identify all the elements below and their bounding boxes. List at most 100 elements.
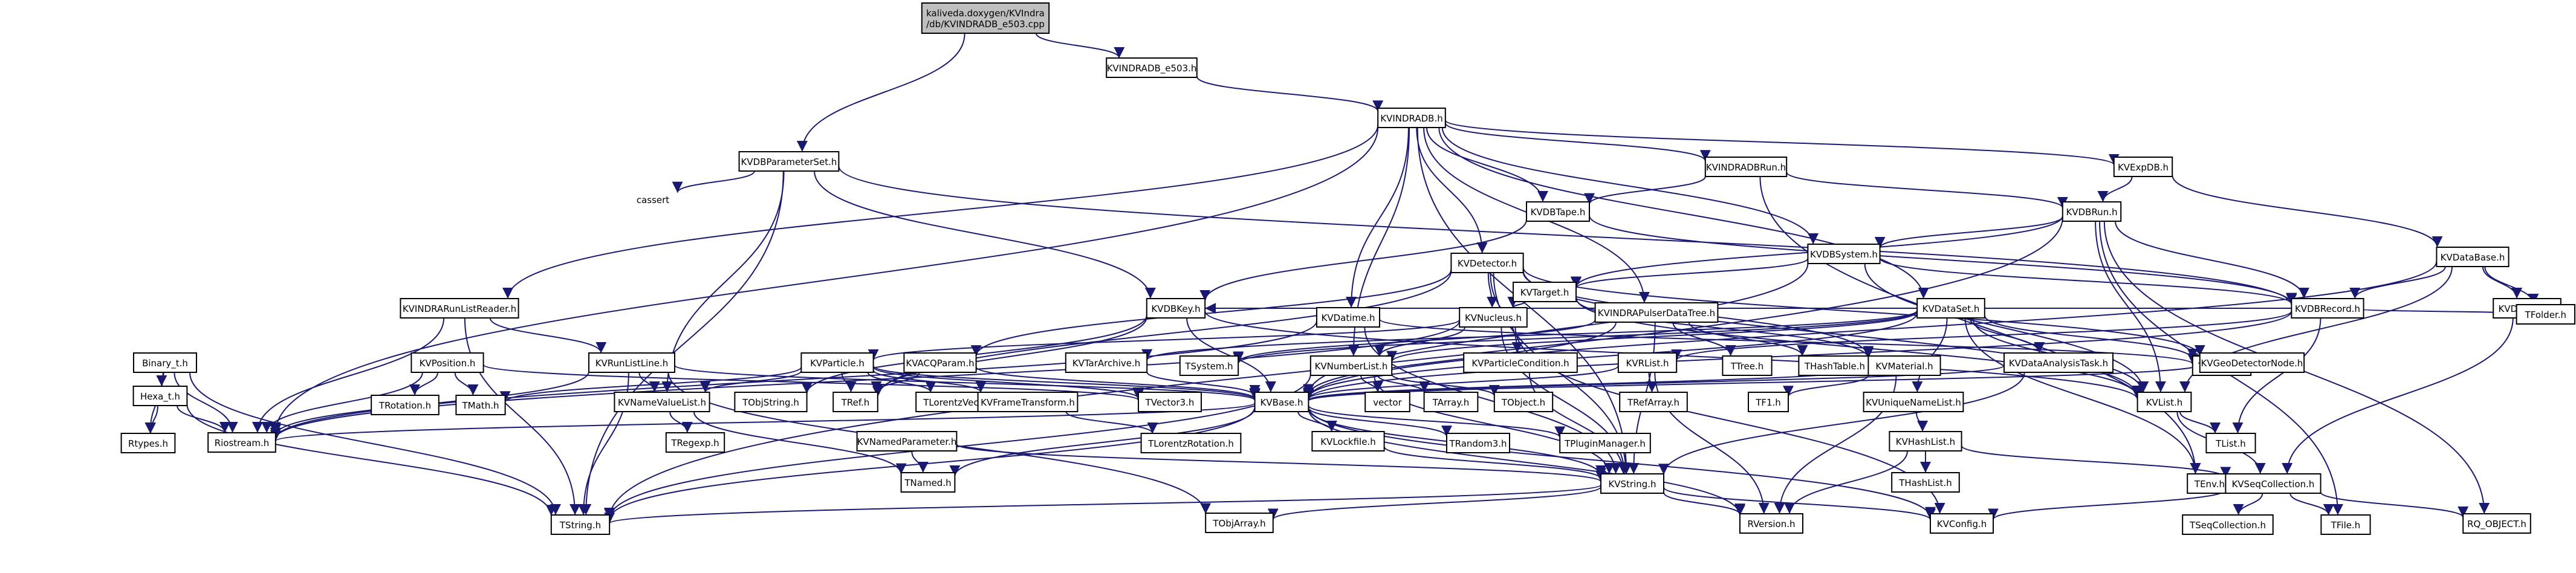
edge-kvstring-to-kvconfig [1663,487,1936,520]
node-dataset[interactable]: KVDataSet.h [1916,298,1985,319]
node-troot[interactable]: TRotation.h [371,395,440,415]
node-indradbrun[interactable]: KVINDRADBRun.h [1704,157,1788,177]
node-expdb[interactable]: KVExpDB.h [2113,157,2173,177]
node-cassert[interactable]: cassert [637,195,669,206]
header-nodes: kaliveda.doxygen/KVIndra/db/KVINDRADB_e5… [120,2,2576,535]
node-tpluginmgr[interactable]: TPluginManager.h [1559,433,1651,453]
node-label: KVBase.h [1260,397,1303,408]
edge-dataset-to-tenv [1964,317,2201,474]
node-kvstring[interactable]: KVString.h [1600,473,1664,494]
node-trandom3[interactable]: TRandom3.h [1446,433,1510,453]
edge-indradb-to-dbtape [1426,127,1548,202]
node-binary[interactable]: Binary_t.h [133,352,197,373]
node-kvlist[interactable]: KVList.h [2136,392,2192,412]
node-runlistline[interactable]: KVRunListLine.h [588,352,675,373]
node-indradb[interactable]: KVINDRADB.h [1377,108,1446,128]
node-tobjarray[interactable]: TObjArray.h [1205,513,1274,533]
node-namedvaluelist[interactable]: KVNameValueList.h [614,392,710,412]
node-tobjstring[interactable]: TObjString.h [734,392,808,412]
node-target[interactable]: KVTarget.h [1513,282,1577,302]
node-label: KVDBTape.h [1531,207,1586,218]
node-thashlist[interactable]: THashList.h [1891,472,1960,493]
node-material[interactable]: KVMaterial.h [1867,355,1941,376]
node-dbkey[interactable]: KVDBKey.h [1146,298,1206,319]
node-box [2320,514,2371,535]
node-dbsystem[interactable]: KVDBSystem.h [1807,244,1881,264]
node-rversion[interactable]: RVersion.h [1739,513,1803,534]
node-namedparam[interactable]: KVNamedParameter.h [856,431,958,452]
node-tarray[interactable]: TArray.h [1423,392,1479,412]
node-tmath[interactable]: TMath.h [455,395,506,415]
node-kvbase[interactable]: KVBase.h [1254,392,1309,412]
node-label: Riostream.h [215,438,270,448]
node-box [1364,392,1410,412]
node-tsystem[interactable]: TSystem.h [1179,355,1239,376]
node-box [133,352,197,373]
edge-pulsertree-to-tsystem [1233,319,1596,363]
node-tseqcollection[interactable]: TSeqCollection.h [2182,514,2274,535]
node-frametransform[interactable]: KVFrameTransform.h [977,392,1079,412]
node-hashlist[interactable]: KVHashList.h [1889,431,1962,452]
edge-indradb-to-expdb [1444,119,2120,166]
node-particle[interactable]: KVParticle.h [800,352,874,373]
node-runlistreader[interactable]: KVINDRARunListReader.h [400,298,519,319]
node-uniquenamelist[interactable]: KVUniqueNameList.h [1863,392,1964,412]
node-database[interactable]: KVDataBase.h [2436,247,2509,267]
edge-hashlist-to-seqcollection [1961,445,2231,478]
node-tobject[interactable]: TObject.h [1493,392,1554,412]
node-tref[interactable]: TRef.h [832,392,878,412]
node-vector[interactable]: vector [1364,392,1410,412]
node-tlorentzrot[interactable]: TLorentzRotation.h [1140,433,1242,453]
node-tararchive[interactable]: KVTarArchive.h [1065,352,1148,373]
node-numberlist[interactable]: KVNumberList.h [1309,355,1393,376]
node-label: THashTable.h [1804,361,1865,372]
node-tfolder[interactable]: TFolder.h [2516,304,2576,325]
node-tf1[interactable]: TF1.h [1748,392,1789,412]
node-paramset[interactable]: KVDBParameterSet.h [738,151,840,172]
node-dbe503[interactable]: KVINDRADB_e503.h [1106,57,1198,78]
node-rlist[interactable]: KVRList.h [1617,352,1678,373]
node-label: TLorentzRotation.h [1147,438,1234,449]
node-box [2225,473,2321,494]
node-pulsertree[interactable]: KVINDRAPulserDataTree.h [1594,302,1719,323]
node-ttree[interactable]: TTree.h [1722,355,1773,376]
node-box [738,151,840,172]
node-box [1526,201,1590,222]
node-thashtable[interactable]: THashTable.h [1798,355,1872,376]
node-label: KVDetector.h [1458,258,1517,269]
edge-pulsertree-to-thashtable [1688,322,1808,357]
node-hexa[interactable]: Hexa_t.h [132,386,188,406]
edge-detector-to-nucleus [1487,272,1498,308]
node-position[interactable]: KVPosition.h [410,352,484,373]
node-partcond[interactable]: KVParticleCondition.h [1463,352,1578,373]
edge-paramset-to-dbrecord [838,166,2297,305]
node-geodetnode[interactable]: KVGeoDetectorNode.h [2199,352,2305,373]
node-detector[interactable]: KVDetector.h [1450,253,1524,273]
node-dataanalysis[interactable]: KVDataAnalysisTask.h [2003,352,2114,373]
node-tregexp[interactable]: TRegexp.h [665,432,725,453]
node-tnamed[interactable]: TNamed.h [900,472,956,493]
node-nucleus[interactable]: KVNucleus.h [1459,307,1528,328]
node-dbtape[interactable]: KVDBTape.h [1526,201,1590,222]
node-tfile[interactable]: TFile.h [2320,514,2371,535]
node-locklists[interactable]: KVLockfile.h [1311,431,1385,452]
node-tvector3[interactable]: TVector3.h [1138,392,1202,412]
node-riostream[interactable]: Riostream.h [207,432,276,453]
edge-kvbase-to-rversion [1308,408,1745,516]
node-trefarray[interactable]: TRefArray.h [1619,392,1688,412]
node-tstring[interactable]: TString.h [550,514,611,535]
node-label: TRandom3.h [1449,438,1507,449]
node-dbrun[interactable]: KVDBRun.h [2062,201,2122,222]
node-label: KVDatime.h [1321,312,1375,323]
node-rqobject[interactable]: RQ_OBJECT.h [2462,513,2531,534]
node-rtypes[interactable]: Rtypes.h [120,433,176,453]
node-kvconfig[interactable]: KVConfig.h [1930,513,1994,534]
node-dbrecord[interactable]: KVDBRecord.h [2291,298,2364,319]
node-datime[interactable]: KVDatime.h [1316,307,1380,328]
node-tenv[interactable]: TEnv.h [2187,473,2233,494]
edge-dataset-to-numberlist [1386,311,1918,363]
node-tlist[interactable]: TList.h [2205,433,2256,453]
node-seqcollection[interactable]: KVSeqCollection.h [2225,473,2321,494]
node-acqparam[interactable]: KVACQParam.h [903,352,977,373]
edge-kvbase-to-locklists [1297,411,1337,432]
